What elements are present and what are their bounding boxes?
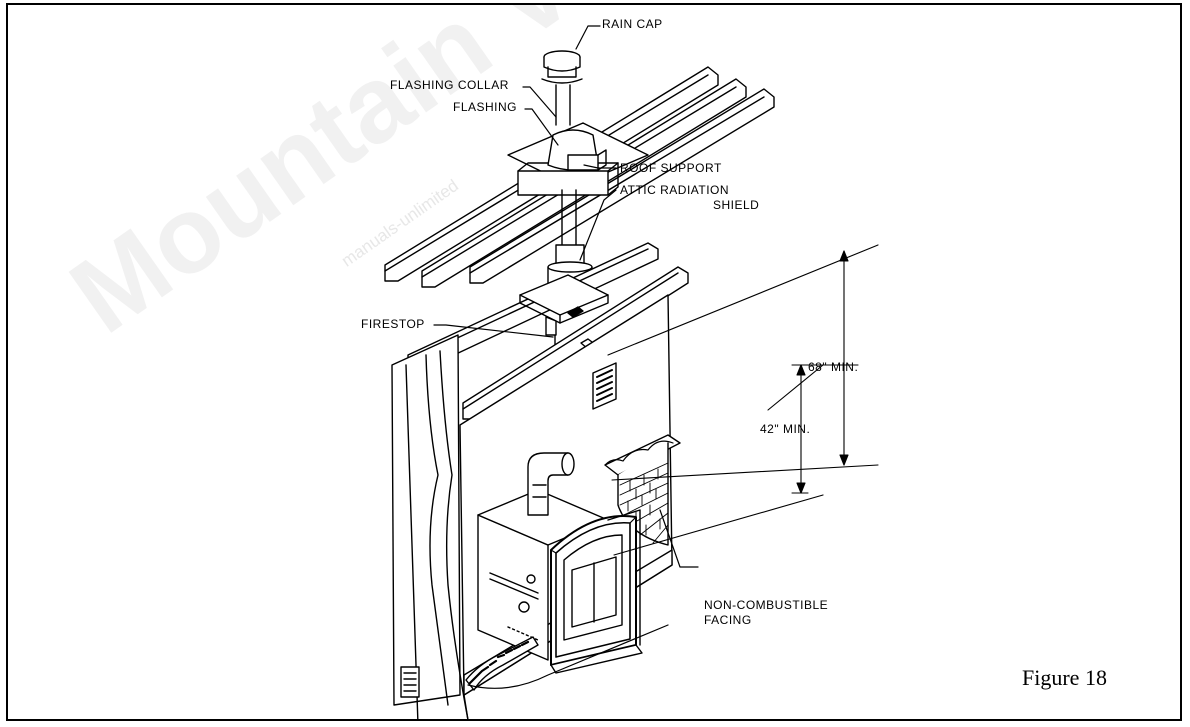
flex-intake-hose <box>465 624 669 691</box>
dimension-lines <box>607 244 879 556</box>
label-firestop: FIRESTOP <box>361 317 425 331</box>
figure-caption: Figure 18 <box>1022 665 1107 690</box>
figure-frame: Mountain View Hearth manuals-unlimited <box>6 3 1182 721</box>
label-facing-line1: NON-COMBUSTIBLE <box>704 598 829 612</box>
fireplace-unit <box>477 452 643 674</box>
label-attic-shield-line1: ATTIC RADIATION <box>620 183 730 197</box>
label-flashing-collar: FLASHING COLLAR <box>390 78 509 92</box>
label-attic-shield-line2: SHIELD <box>713 198 760 212</box>
label-dim-68-min: 68" MIN. <box>808 360 859 374</box>
roof-flashing-plate <box>507 122 649 196</box>
installation-drawing <box>384 25 879 719</box>
attic-joists <box>407 242 689 420</box>
label-flashing: FLASHING <box>453 100 518 114</box>
wall-vent-grille <box>592 362 617 410</box>
label-facing-line2: FACING <box>704 613 752 627</box>
label-roof-support: ROOF SUPPORT <box>620 161 722 175</box>
label-dim-42-min: 42" MIN. <box>760 422 811 436</box>
leader-lines <box>433 25 699 568</box>
label-rain-cap: RAIN CAP <box>602 17 663 31</box>
